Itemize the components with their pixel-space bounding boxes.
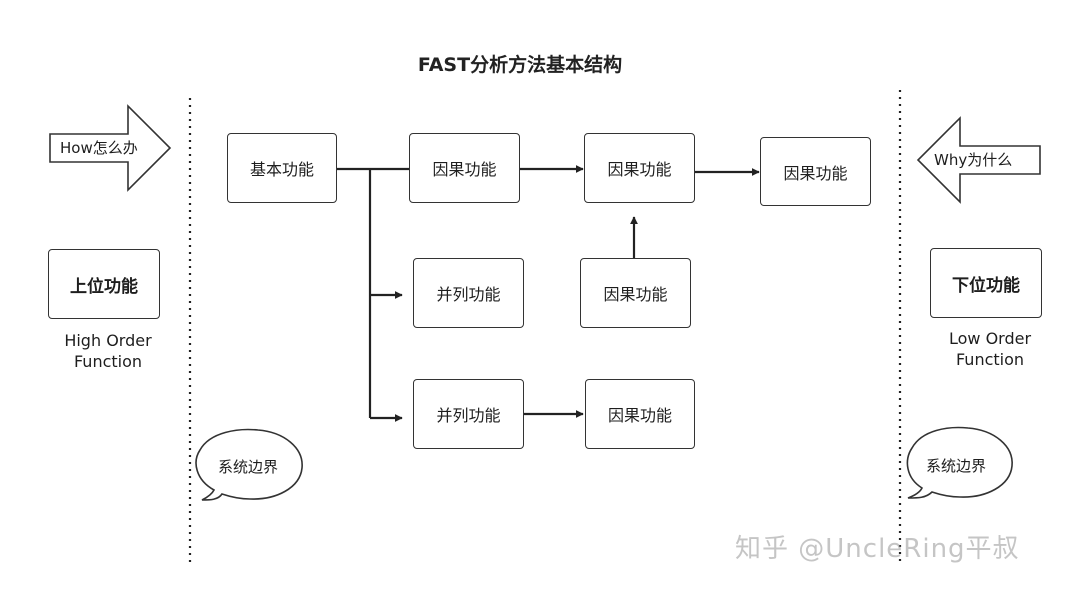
high-order-caption: High Order Function: [38, 330, 178, 372]
cause-function-node-5: 因果功能: [585, 379, 695, 449]
low-order-function-box: 下位功能: [930, 248, 1042, 318]
why-arrow-shape: [916, 116, 1041, 204]
high-order-function-label: 上位功能: [70, 276, 138, 297]
low-order-caption-line2: Function: [955, 350, 1025, 369]
high-order-caption-line2: Function: [73, 352, 143, 371]
high-order-function-box: 上位功能: [48, 249, 160, 319]
parallel-function-label-1: 并列功能: [436, 285, 501, 304]
watermark: 知乎 @UncleRing平叔: [735, 534, 1020, 564]
low-order-function-label: 下位功能: [952, 275, 1020, 296]
how-arrow-shape: [49, 104, 172, 192]
diagram-title: FAST分析方法基本结构: [417, 54, 623, 76]
cause-function-node-2: 因果功能: [584, 133, 695, 203]
left-boundary-bubble-label: 系统边界: [218, 458, 279, 476]
high-order-caption-line1: High Order: [64, 331, 152, 350]
right-boundary-bubble-label: 系统边界: [926, 457, 987, 475]
parallel-function-node-1: 并列功能: [413, 258, 524, 328]
basic-function-label: 基本功能: [249, 160, 314, 179]
why-arrow-label: Why为什么: [934, 151, 1013, 169]
parallel-function-node-2: 并列功能: [413, 379, 524, 449]
low-order-caption-line1: Low Order: [948, 329, 1032, 348]
cause-function-node-4: 因果功能: [580, 258, 691, 328]
cause-function-label-4: 因果功能: [603, 285, 668, 304]
cause-function-label-3: 因果功能: [783, 163, 848, 183]
parallel-function-label-2: 并列功能: [436, 406, 501, 425]
cause-function-node-3: 因果功能: [760, 137, 871, 206]
cause-function-node-1: 因果功能: [409, 133, 520, 203]
basic-function-node: 基本功能: [227, 133, 337, 203]
cause-function-label-1: 因果功能: [432, 160, 497, 179]
left-boundary-bubble-shape: [195, 428, 303, 501]
low-order-caption: Low Order Function: [920, 328, 1060, 370]
cause-function-label-2: 因果功能: [607, 160, 672, 179]
how-arrow-label: How怎么办: [60, 139, 138, 157]
cause-function-label-5: 因果功能: [607, 406, 672, 425]
right-boundary-bubble-shape: [906, 426, 1013, 499]
